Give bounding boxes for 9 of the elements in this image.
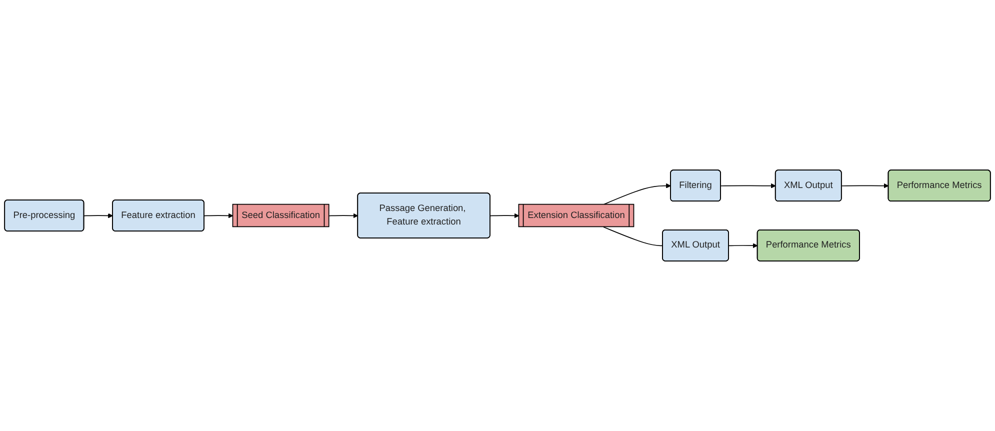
arrow <box>204 213 234 218</box>
arrow <box>328 213 358 218</box>
arrow <box>841 183 889 188</box>
connector <box>603 226 664 246</box>
arrow <box>728 243 758 248</box>
arrow <box>720 183 776 188</box>
arrow <box>603 183 672 205</box>
arrow <box>84 213 114 218</box>
arrow <box>490 213 520 218</box>
